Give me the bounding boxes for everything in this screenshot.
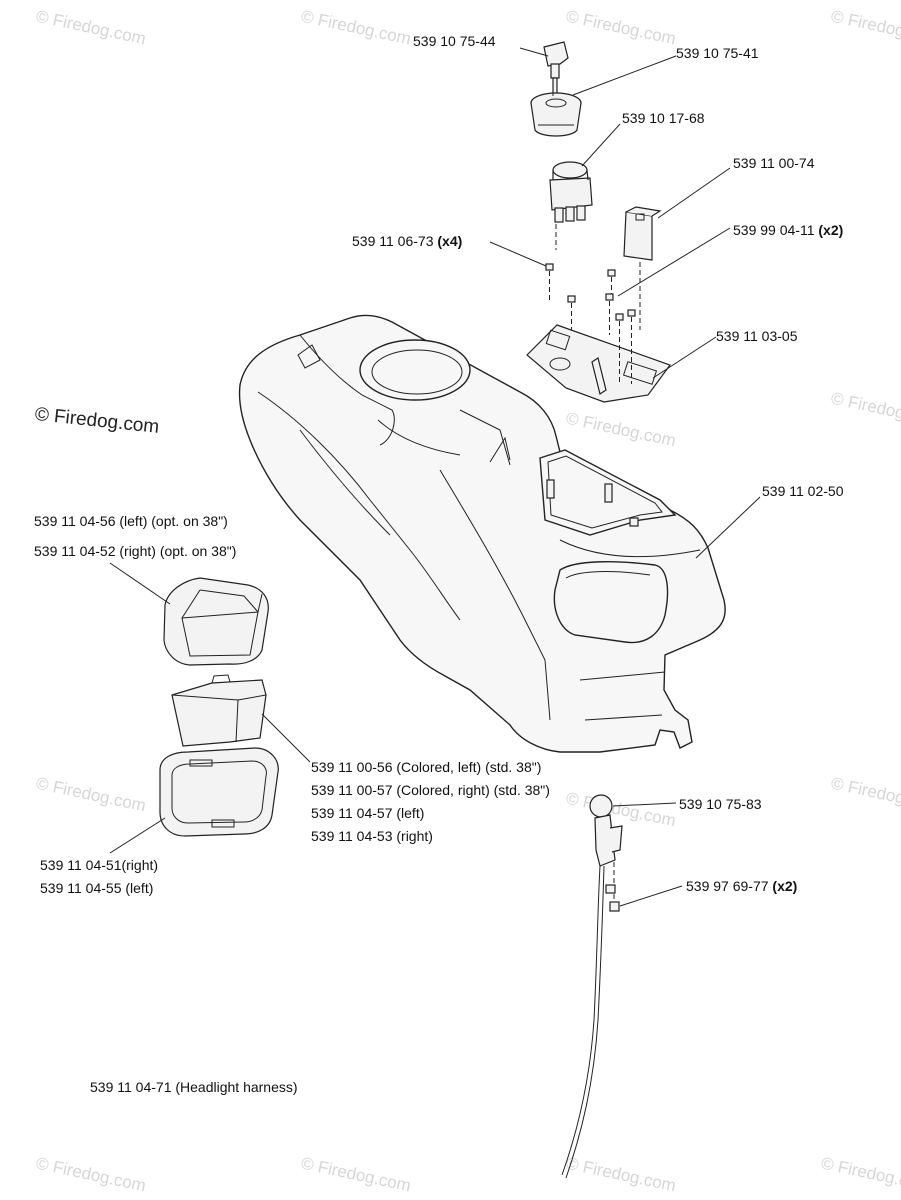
callout-label: 539 11 04-51(right)	[40, 857, 159, 873]
callout-label: 539 11 04-52 (right) (opt. on 38")	[34, 543, 237, 559]
callout-label: 539 10 17-68	[622, 110, 705, 126]
headlight-lens-shape	[171, 674, 267, 747]
callout-label: 539 11 04-53 (right)	[311, 828, 433, 844]
ignition-switch-shape	[530, 92, 582, 137]
ignition-key-shape	[543, 41, 569, 97]
headlight-harness-shape	[561, 794, 623, 1179]
callout-label: 539 10 75-83	[679, 796, 762, 812]
callout-label: 539 99 04-11 (x2)	[733, 222, 844, 238]
callout-label: 539 11 00-56 (Colored, left) (std. 38")	[311, 759, 542, 775]
pto-switch-shape	[549, 161, 593, 223]
callout-label: 539 11 04-56 (left) (opt. on 38")	[34, 513, 228, 529]
callout-label: 539 10 75-41	[676, 45, 759, 61]
callout-label: 539 11 06-73 (x4)	[352, 233, 463, 249]
leader-lines	[109, 47, 761, 907]
callout-label: 539 11 04-55 (left)	[40, 880, 154, 896]
callout-label: 539 97 69-77 (x2)	[686, 878, 798, 894]
screws-shape	[545, 90, 636, 384]
callout-label: 539 11 04-57 (left)	[311, 805, 425, 821]
callout-label: 539 11 00-57 (Colored, right) (std. 38")	[311, 782, 550, 798]
callout-label: 539 10 75-44	[413, 33, 496, 49]
callout-label: 539 11 04-71 (Headlight harness)	[90, 1079, 298, 1095]
hour-meter-shape	[623, 206, 662, 330]
callout-label: 539 11 03-05	[716, 328, 798, 344]
callout-label: 539 11 02-50	[762, 483, 844, 499]
callout-label: 539 11 00-74	[733, 155, 815, 171]
mounting-plate-shape	[526, 324, 671, 403]
headlight-bezel-shape	[159, 747, 279, 837]
hood-body-shape	[238, 314, 726, 753]
headlight-housing-shape	[163, 577, 269, 666]
